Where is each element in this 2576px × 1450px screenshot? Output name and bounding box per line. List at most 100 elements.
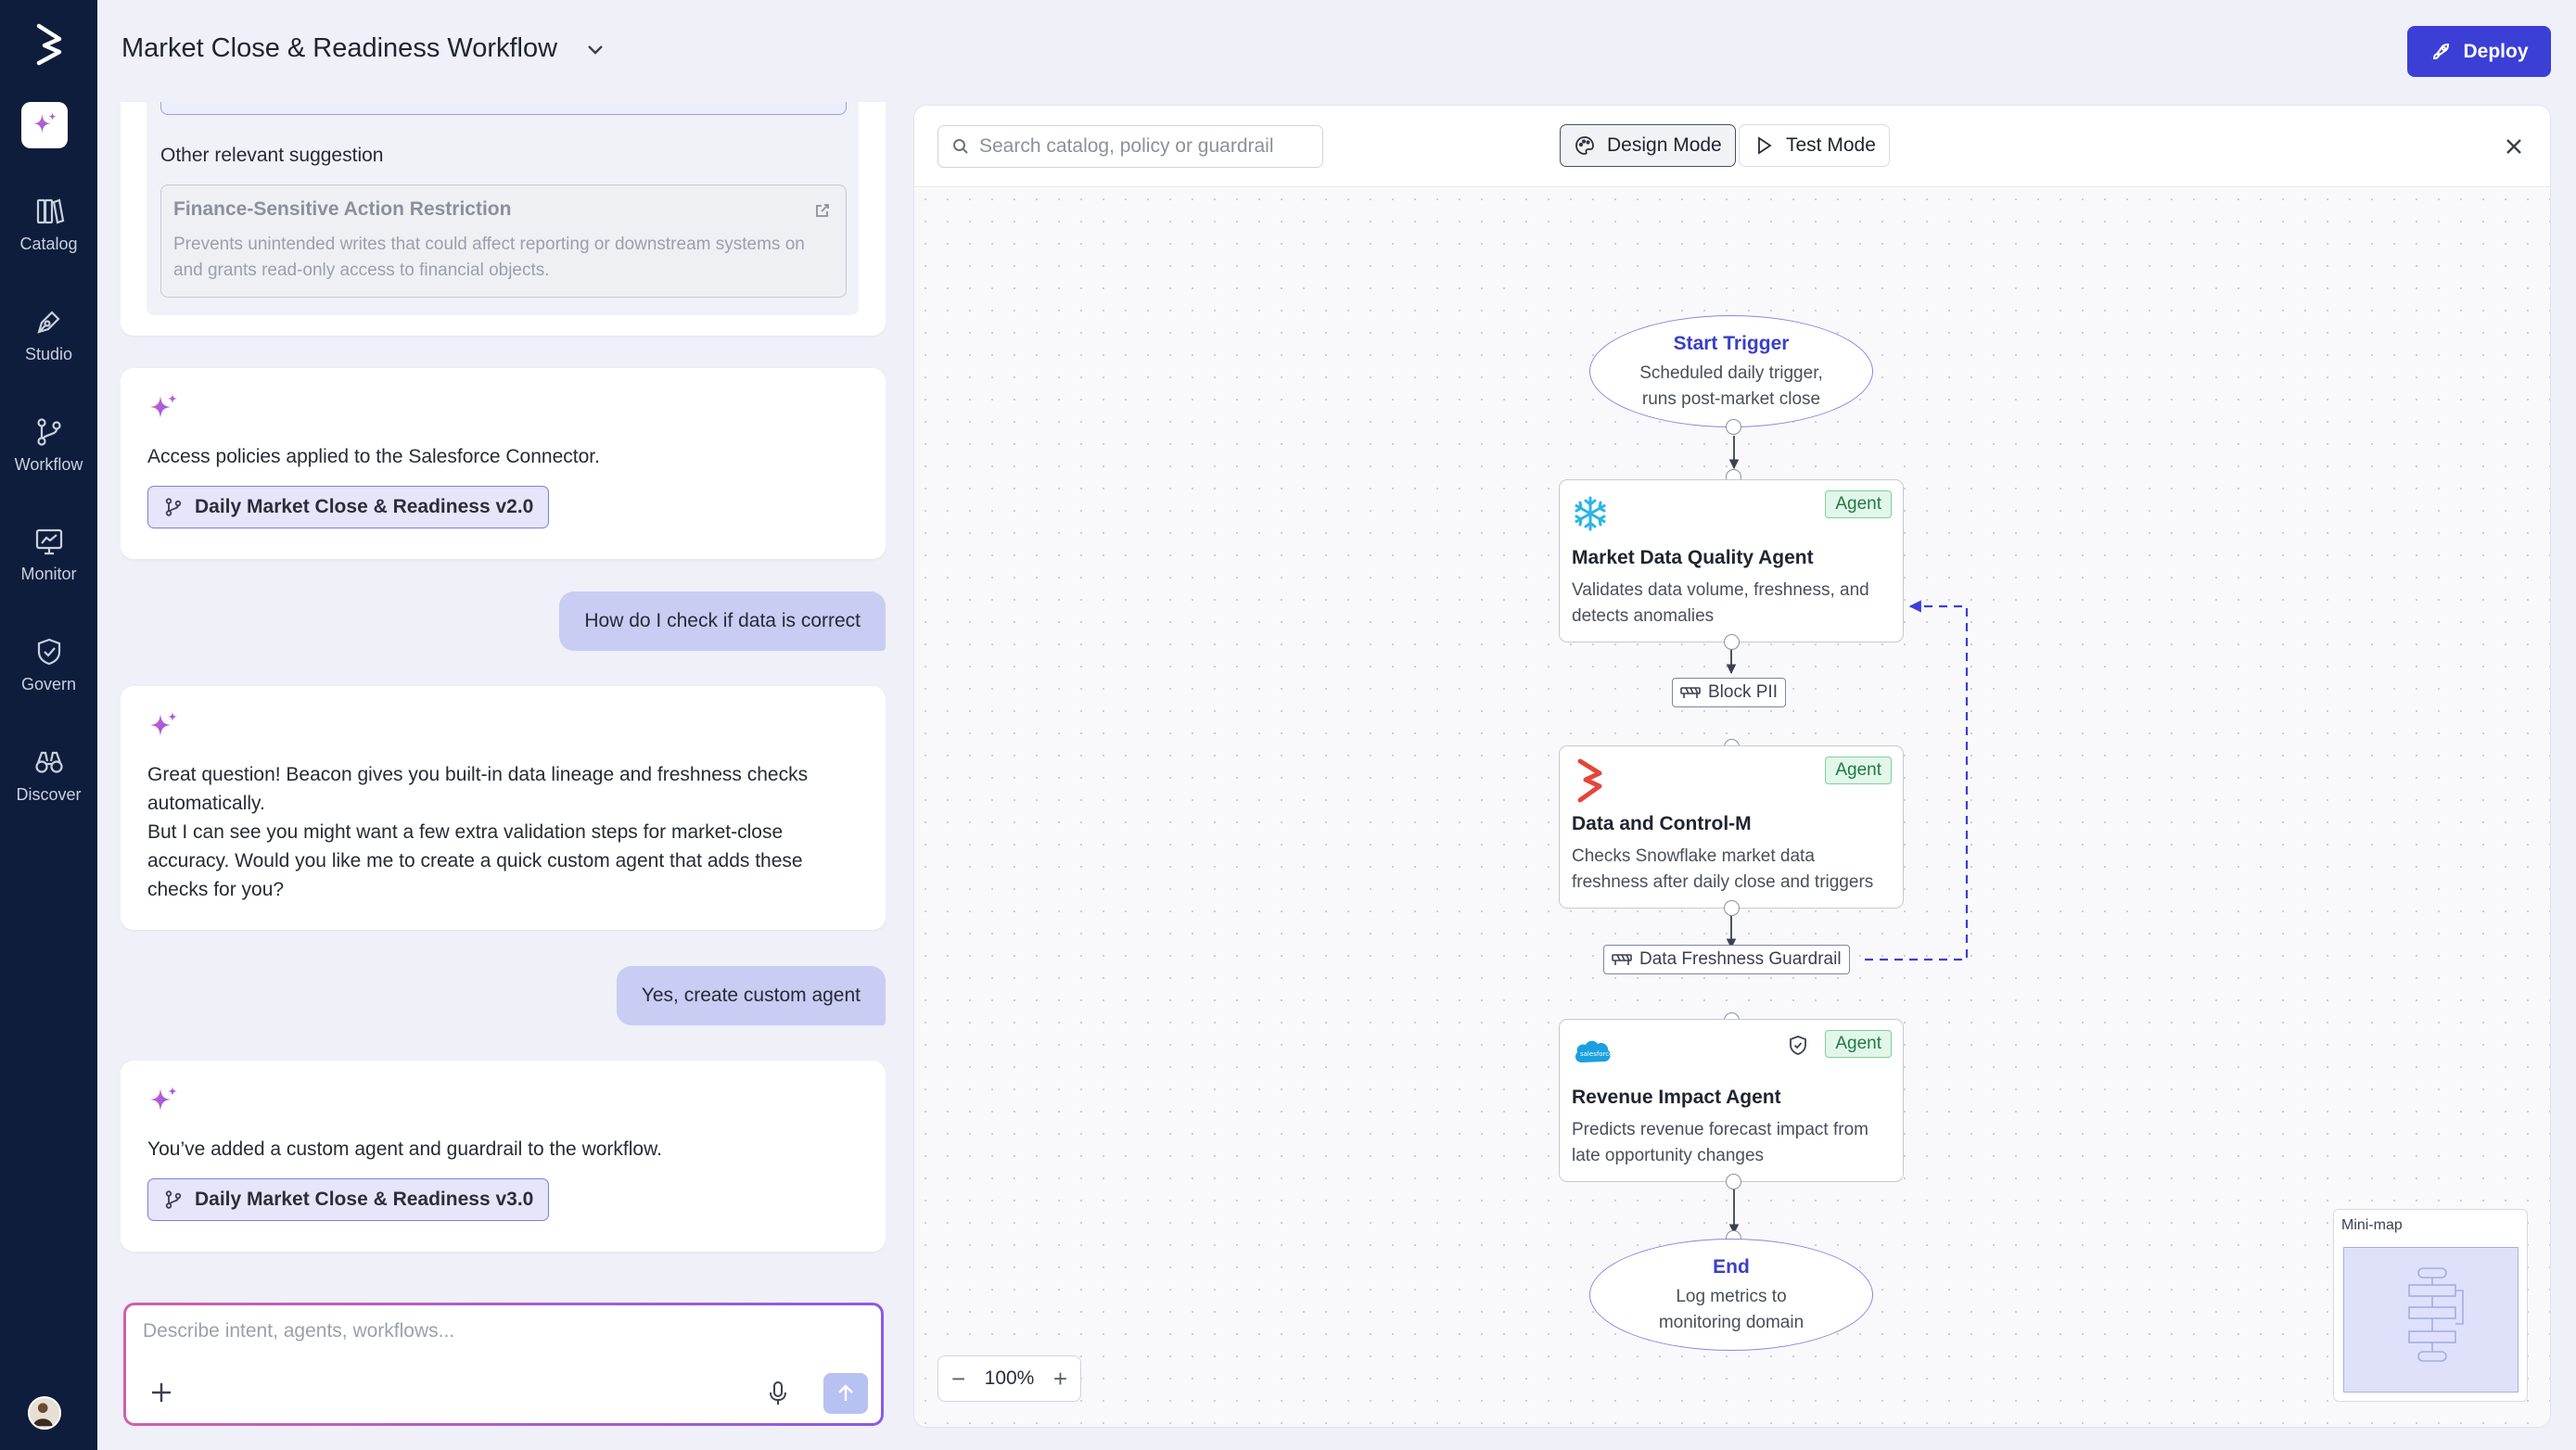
mini-map[interactable]: Mini-map — [2333, 1209, 2528, 1402]
pen-icon — [36, 311, 60, 334]
chip-label: Daily Market Close & Readiness v3.0 — [195, 1189, 534, 1210]
message-line: But I can see you might want a few extra… — [147, 821, 803, 900]
chat-input[interactable]: Describe intent, agents, workflows... — [123, 1303, 884, 1426]
sparkle-icon — [150, 394, 177, 418]
person-icon — [32, 1403, 53, 1427]
mini-map-label: Mini-map — [2341, 1217, 2403, 1233]
rocket-icon — [2433, 43, 2450, 59]
zoom-in-button[interactable]: + — [1052, 1365, 1067, 1393]
revenue-impact-agent-node[interactable]: salesforce Agent Revenue Impact Agent Pr… — [1559, 1019, 1904, 1182]
workflow-canvas-panel: Search catalog, policy or guardrail Desi… — [913, 105, 2551, 1428]
assistant-message: You’ve added a custom agent and guardrai… — [121, 1061, 886, 1252]
sidebar-item-label: Discover — [16, 785, 82, 804]
output-port[interactable] — [1726, 419, 1741, 435]
send-button[interactable] — [823, 1373, 868, 1414]
assistant-message: Great question! Beacon gives you built-i… — [121, 686, 886, 930]
node-title: Revenue Impact Agent — [1572, 1087, 1781, 1108]
salesforce-cloud-icon: salesforce — [1575, 1040, 1613, 1062]
canvas-toolbar: Search catalog, policy or guardrail Desi… — [914, 106, 2550, 187]
sidebar-item-govern[interactable]: Govern — [0, 630, 97, 723]
message-text: Great question! Beacon gives you built-i… — [147, 760, 858, 904]
agent-badge: Agent — [1825, 757, 1892, 784]
sidebar-item-monitor[interactable]: Monitor — [0, 520, 97, 613]
chat-panel[interactable]: Other relevant suggestion Finance-Sensit… — [121, 102, 886, 1363]
node-desc-line: runs post-market close — [1641, 389, 1821, 409]
assistant-message: Access policies applied to the Salesforc… — [121, 368, 886, 559]
ai-assistant-button[interactable] — [21, 102, 68, 148]
external-link-icon[interactable] — [814, 202, 831, 219]
shield-icon — [37, 638, 60, 666]
deploy-label: Deploy — [2463, 40, 2529, 62]
node-title: Data and Control-M — [1572, 813, 1752, 834]
test-mode-tab[interactable]: Test Mode — [1739, 124, 1890, 167]
message-text: You’ve added a custom agent and guardrai… — [147, 1138, 662, 1160]
suggestion-title: Finance-Sensitive Action Restriction — [173, 198, 512, 220]
catalog-search-input[interactable]: Search catalog, policy or guardrail — [937, 125, 1323, 168]
suggestion-item-previous[interactable] — [160, 102, 847, 115]
message-line: Great question! Beacon gives you built-i… — [147, 764, 809, 814]
arrow-up-icon — [838, 1384, 853, 1401]
agent-badge: Agent — [1825, 1030, 1892, 1058]
data-freshness-guardrail[interactable]: Data Freshness Guardrail — [1603, 945, 1850, 974]
palette-icon — [1575, 136, 1594, 155]
play-icon — [1758, 136, 1772, 155]
design-mode-tab[interactable]: Design Mode — [1560, 124, 1736, 167]
sidebar-item-workflow[interactable]: Workflow — [0, 411, 97, 503]
search-icon — [953, 139, 968, 154]
chat-input-placeholder: Describe intent, agents, workflows... — [143, 1320, 455, 1342]
sidebar-item-catalog[interactable]: Catalog — [0, 190, 97, 283]
sidebar-item-label: Catalog — [19, 235, 78, 253]
plus-icon[interactable] — [147, 1378, 176, 1407]
sidebar-item-label: Govern — [20, 675, 77, 693]
shield-check-icon — [1790, 1036, 1806, 1055]
suggestion-desc: Prevents unintended writes that could af… — [173, 235, 805, 280]
workflow-icon — [36, 418, 61, 446]
output-port[interactable] — [1724, 634, 1740, 650]
branch-icon — [165, 498, 182, 516]
workflow-version-chip[interactable]: Daily Market Close & Readiness v2.0 — [147, 486, 550, 528]
node-desc-line: freshness after daily close and triggers — [1572, 872, 1874, 892]
workflow-title-dropdown[interactable]: Market Close & Readiness Workflow — [121, 33, 607, 64]
mode-label: Test Mode — [1786, 134, 1876, 156]
suggestion-heading: Other relevant suggestion — [160, 145, 384, 166]
deploy-button[interactable]: Deploy — [2407, 26, 2551, 77]
workflow-version-chip[interactable]: Daily Market Close & Readiness v3.0 — [147, 1178, 550, 1221]
microphone-icon[interactable] — [765, 1380, 791, 1407]
output-port[interactable] — [1726, 1174, 1741, 1189]
block-pii-guardrail[interactable]: Block PII — [1672, 678, 1786, 707]
data-control-m-node[interactable]: Agent Data and Control-M Checks Snowflak… — [1559, 745, 1904, 909]
beacon-logo-icon[interactable] — [26, 20, 72, 67]
sparkle-icon — [150, 1087, 177, 1111]
message-text: Access policies applied to the Salesforc… — [147, 446, 600, 467]
guardrail-icon — [1612, 954, 1632, 965]
market-data-quality-agent-node[interactable]: Agent Market Data Quality Agent Validate… — [1559, 479, 1904, 642]
sidebar-item-studio[interactable]: Studio — [0, 300, 97, 393]
node-title: Start Trigger — [1673, 333, 1790, 354]
user-avatar[interactable] — [28, 1396, 61, 1430]
node-title: Market Data Quality Agent — [1572, 547, 1814, 568]
suggestion-item[interactable]: Finance-Sensitive Action Restriction Pre… — [160, 184, 847, 298]
sidebar-item-discover[interactable]: Discover — [0, 741, 97, 833]
close-icon[interactable] — [2501, 134, 2527, 159]
guardrail-label: Data Freshness Guardrail — [1639, 949, 1842, 969]
node-desc: Validates data volume, freshness, and de… — [1572, 580, 1869, 626]
monitor-icon — [35, 528, 62, 555]
zoom-out-button[interactable]: − — [951, 1365, 966, 1393]
sidebar: Catalog Studio Workflow Monitor Govern D… — [0, 0, 97, 1450]
search-placeholder: Search catalog, policy or guardrail — [979, 135, 1274, 157]
agent-badge: Agent — [1825, 490, 1892, 518]
start-trigger-node[interactable]: Start Trigger Scheduled daily trigger, ru… — [1589, 315, 1873, 427]
output-port[interactable] — [1724, 900, 1740, 916]
user-message: How do I check if data is correct — [559, 591, 886, 651]
node-title: End — [1713, 1256, 1750, 1278]
sparkle-icon — [150, 712, 177, 736]
guardrail-icon — [1680, 687, 1701, 698]
page-title: Market Close & Readiness Workflow — [121, 33, 558, 63]
mini-map-viewport[interactable] — [2343, 1247, 2519, 1393]
node-desc-line: Scheduled daily trigger, — [1639, 363, 1823, 383]
branch-icon — [165, 1190, 182, 1209]
sparkle-icon — [33, 112, 57, 134]
node-desc-line: Checks Snowflake market data — [1572, 846, 1815, 866]
